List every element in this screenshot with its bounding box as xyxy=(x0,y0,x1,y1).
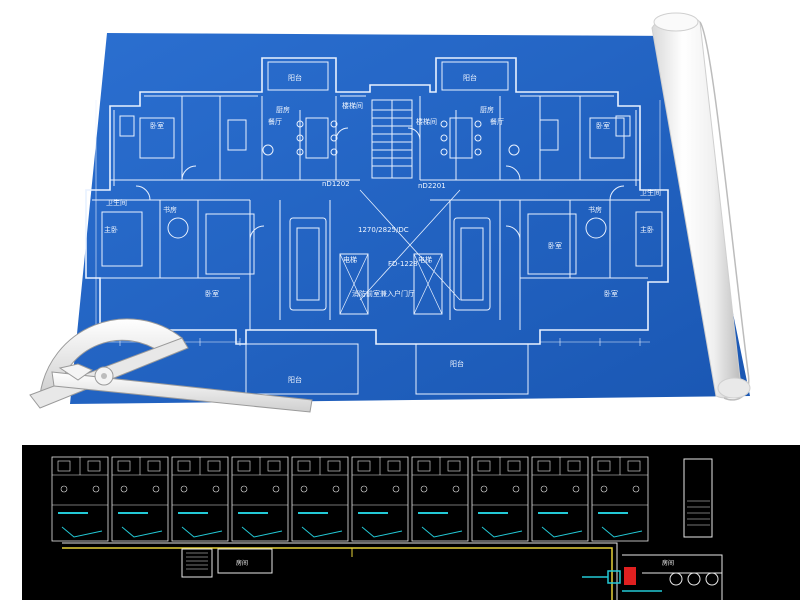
cad-unit xyxy=(591,456,649,542)
cad-unit xyxy=(291,456,349,542)
blueprint-labels: 阳台 阳台 阳台 阳台 卧室 卧室 卧室 卧室 卧室 厨房 厨房 餐厅 餐厅 书… xyxy=(104,73,661,384)
blueprint-illustration: 阳台 阳台 阳台 阳台 卧室 卧室 卧室 卧室 卧室 厨房 厨房 餐厅 餐厅 书… xyxy=(29,12,751,413)
blueprint-scene: 阳台 阳台 阳台 阳台 卧室 卧室 卧室 卧室 卧室 厨房 厨房 餐厅 餐厅 书… xyxy=(29,12,751,413)
label-bedroom-5: 卧室 xyxy=(604,289,618,298)
protractor-tool xyxy=(29,318,313,413)
cad-labels: 房间 房间 xyxy=(236,559,674,567)
paper-roll xyxy=(651,12,751,401)
label-room-code-2: nD2201 xyxy=(418,182,446,190)
label-balcony-top-right: 阳台 xyxy=(463,73,477,82)
label-study-left: 书房 xyxy=(163,205,177,214)
label-balcony-top-left: 阳台 xyxy=(288,73,302,82)
cad-floor-plan: 房间 房间 xyxy=(51,456,723,600)
label-study-right: 书房 xyxy=(588,205,602,214)
label-elevator-right: 电梯 xyxy=(418,255,432,264)
cad-unit-row xyxy=(51,456,649,542)
label-kitchen-left: 厨房 xyxy=(276,105,290,114)
label-bath-left: 卫生间 xyxy=(106,198,127,207)
label-stair: 楼梯间 xyxy=(342,101,363,110)
label-bedroom-4: 卧室 xyxy=(548,241,562,250)
label-balcony-bottom-right: 阳台 xyxy=(450,359,464,368)
cad-room-label-2: 房间 xyxy=(662,559,674,567)
label-dining-right: 餐厅 xyxy=(490,117,504,126)
label-stair-right: 楼梯间 xyxy=(416,117,437,126)
label-room-code-1: nD1202 xyxy=(322,180,350,188)
label-bedroom-1: 卧室 xyxy=(150,121,164,130)
cad-unit xyxy=(111,456,169,542)
label-dining-left: 餐厅 xyxy=(268,117,282,126)
cad-unit xyxy=(351,456,409,542)
cad-corridor xyxy=(62,458,723,600)
label-kitchen-right: 厨房 xyxy=(480,105,494,114)
cad-unit xyxy=(411,456,469,542)
label-shaft: 1270/2825/DC xyxy=(358,226,409,234)
label-bedroom-2: 卧室 xyxy=(596,121,610,130)
cad-unit xyxy=(231,456,289,542)
cad-unit xyxy=(531,456,589,542)
label-elevator-left: 电梯 xyxy=(343,255,357,264)
label-bath-right: 卫生间 xyxy=(640,188,661,197)
label-entry-note: 消防前室兼入户门厅 xyxy=(352,289,415,298)
floor-plan-lines xyxy=(85,57,669,395)
label-master-right: 主卧 xyxy=(640,225,654,234)
cad-unit xyxy=(51,456,109,542)
label-fire-door: FD-1228 xyxy=(388,260,418,268)
label-master-left: 主卧 xyxy=(104,225,118,234)
cad-unit xyxy=(171,456,229,542)
cad-pipes xyxy=(582,567,719,592)
cad-drawing-panel: 房间 房间 xyxy=(22,445,800,600)
cad-room-label-1: 房间 xyxy=(236,559,248,567)
label-balcony-bottom-left: 阳台 xyxy=(288,375,302,384)
cad-unit xyxy=(471,456,529,542)
label-bedroom-3: 卧室 xyxy=(205,289,219,298)
